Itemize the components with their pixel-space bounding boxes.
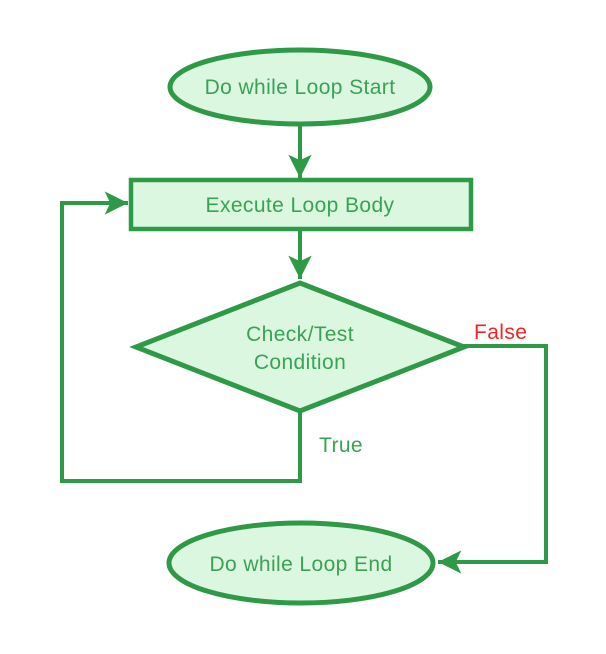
true-branch-label: True	[319, 434, 363, 457]
node-start: Do while Loop Start	[167, 47, 433, 127]
end-label: Do while Loop End	[209, 553, 392, 576]
edges	[60, 124, 548, 574]
start-label: Do while Loop Start	[205, 76, 396, 99]
node-condition: Check/Test Condition	[129, 280, 471, 414]
condition-diamond-shape	[129, 280, 471, 414]
start-ellipse-shape	[167, 47, 433, 127]
node-body: Execute Loop Body	[128, 177, 474, 232]
body-label: Execute Loop Body	[206, 194, 395, 217]
body-rect-shape	[128, 177, 474, 232]
end-ellipse-shape	[166, 520, 436, 606]
condition-label-line1: Check/Test	[246, 323, 354, 346]
condition-label-line2: Condition	[254, 351, 346, 374]
edge-condition-false-to-end	[438, 344, 548, 574]
false-branch-label: False	[474, 321, 527, 344]
node-end: Do while Loop End	[166, 520, 436, 606]
edge-condition-true-to-body	[60, 191, 302, 483]
